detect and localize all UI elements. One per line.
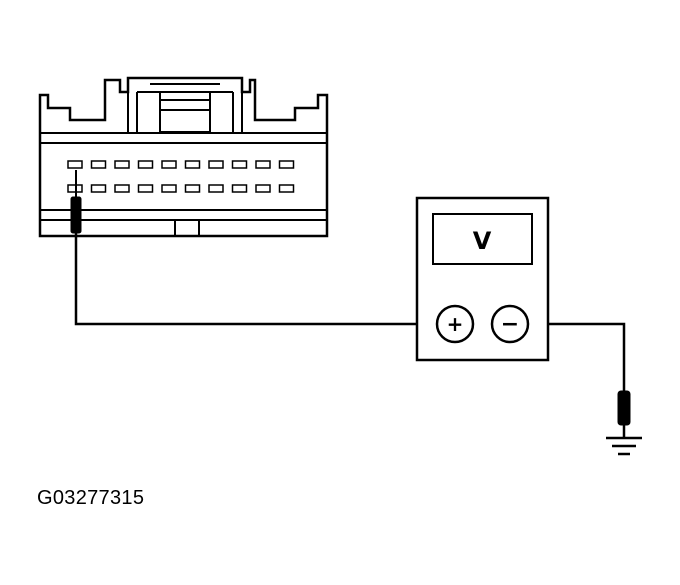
ground-probe-clip <box>617 390 631 426</box>
negative-lead <box>528 322 626 393</box>
positive-lead <box>74 233 436 326</box>
minus-icon: − <box>501 312 519 337</box>
pin-cavity <box>161 160 177 169</box>
voltmeter-display <box>432 213 533 265</box>
pin-row-bottom <box>67 184 295 193</box>
pin-cavity <box>90 184 107 193</box>
plus-icon: + <box>447 312 464 336</box>
pin-cavity <box>137 160 154 169</box>
voltmeter: V + − <box>415 196 550 362</box>
voltmeter-display-text: V <box>473 227 492 255</box>
negative-terminal: − <box>490 304 530 344</box>
pin-cavity <box>208 184 224 193</box>
pin-cavity <box>184 184 201 193</box>
figure-code: G03277315 <box>37 487 145 509</box>
ground-icon <box>606 436 642 456</box>
pin-cavity <box>184 160 201 169</box>
pin-cavity <box>255 160 271 169</box>
pin-cavity <box>114 184 130 193</box>
connector-key-gap <box>174 220 200 236</box>
pin-cavity <box>161 184 177 193</box>
pin-cavity <box>278 160 295 169</box>
back-probe <box>70 170 82 234</box>
pin-cavity <box>231 184 248 193</box>
pin-cavity <box>208 160 224 169</box>
connector-housing <box>38 76 329 238</box>
pin-cavity <box>255 184 271 193</box>
pin-cavity <box>114 160 130 169</box>
connector-latch <box>127 83 243 133</box>
pin-cavity <box>90 160 107 169</box>
pin-cavity <box>278 184 295 193</box>
probe-tip <box>70 196 82 234</box>
ground-connection <box>606 390 642 456</box>
pin-cavity <box>137 184 154 193</box>
pin-cavity <box>231 160 248 169</box>
positive-terminal: + <box>435 304 475 344</box>
pin-row-top <box>67 160 295 169</box>
connector-terminal-line <box>40 209 327 221</box>
pin-cavity <box>67 160 83 169</box>
connector <box>38 76 329 238</box>
connector-body-line <box>40 132 327 144</box>
test-leads <box>74 233 626 437</box>
